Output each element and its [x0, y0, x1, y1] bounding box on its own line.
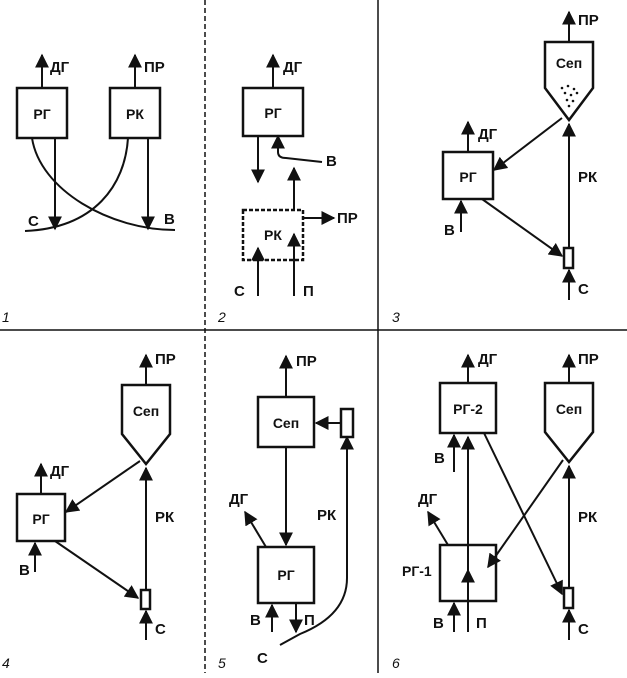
diagram-number: 1: [2, 309, 10, 325]
diagram-1: РГ РК ДГ ПР С В 1: [2, 53, 176, 325]
catalyst-fill-dots: [560, 84, 579, 108]
dg-stream-label: ДГ: [229, 491, 249, 508]
pr-stream-label: ПР: [144, 59, 165, 76]
pr-stream-label: ПР: [337, 210, 358, 227]
air-inlet-line: [271, 134, 323, 163]
riser-line: [279, 435, 354, 646]
v-stream-label: В: [444, 222, 455, 239]
rg-label: РГ: [264, 105, 281, 121]
diagram-2: РГ РК ДГ В ПР С П 2: [217, 53, 358, 325]
v-stream-label: В: [164, 211, 175, 228]
rg2-to-riser-line: [483, 432, 563, 596]
dg-top-stream-label: ДГ: [478, 351, 498, 368]
diagram-3: Сеп ПР РГ ДГ В РК С 3: [392, 10, 599, 325]
pr-stream-label: ПР: [578, 351, 599, 368]
rg-to-riser-line: [481, 198, 564, 257]
dg-outlet-arrow: [244, 510, 267, 548]
pr-stream-label: ПР: [296, 353, 317, 370]
riser-mixer: [139, 588, 152, 611]
dg-stream-label: ДГ: [283, 59, 303, 76]
rg-box: [15, 86, 69, 140]
dg-stream-label: ДГ: [50, 59, 70, 76]
s-stream-label: С: [155, 621, 166, 638]
rg-to-riser-line: [54, 540, 140, 599]
diagram-number: 3: [392, 309, 400, 325]
v-top-stream-label: В: [434, 450, 445, 467]
rg2-box: [438, 381, 498, 435]
separator-vessel: [543, 40, 595, 123]
sep-label: Сеп: [133, 403, 159, 419]
diagram-number: 6: [392, 655, 400, 671]
separator-vessel: [543, 381, 595, 465]
rk-stream-label: РК: [578, 169, 598, 186]
sep-label: Сеп: [556, 55, 582, 71]
sep-label: Сеп: [556, 401, 582, 417]
rg-box: [241, 86, 305, 138]
diagram-number: 2: [217, 309, 226, 325]
s-stream-label: С: [28, 213, 39, 230]
sep-to-rg1-line: [487, 459, 564, 569]
riser-mixer: [562, 586, 575, 610]
rg-label: РГ: [32, 511, 49, 527]
rg-box: [441, 150, 495, 201]
p-stream-label: П: [304, 612, 315, 629]
dg-mid-outlet-arrow: [427, 510, 449, 546]
rk-label: РК: [126, 106, 144, 122]
pr-stream-label: ПР: [578, 12, 599, 29]
riser-mixer: [562, 246, 575, 270]
dg-stream-label: ДГ: [50, 463, 70, 480]
riser-separator-head: [339, 407, 355, 439]
rg2-label: РГ-2: [453, 401, 483, 417]
separator-vessel: [120, 383, 172, 467]
v-stream-label: В: [19, 562, 30, 579]
s-stream-label: С: [257, 650, 268, 667]
rk-label: РК: [264, 227, 282, 243]
sep-to-rg-line: [492, 117, 563, 171]
rk-stream-label: РК: [317, 507, 337, 524]
rg-label: РГ: [33, 106, 50, 122]
rg-label: РГ: [459, 169, 476, 185]
diagram-5: Сеп ПР РК РГ ДГ В П С 5: [218, 353, 355, 671]
dg-mid-stream-label: ДГ: [418, 491, 438, 508]
diagram-4: Сеп ПР РГ ДГ В РК С 4: [2, 351, 176, 671]
catalyst-transfer-curve: [24, 137, 129, 232]
rg-label: РГ: [277, 567, 294, 583]
sep-to-rg-line: [64, 460, 141, 513]
v-stream-label: В: [250, 612, 261, 629]
diagram-6: РГ-2 ДГ В Сеп ПР РГ-1 ДГ В П РК С 6: [392, 351, 599, 671]
rg1-label: РГ-1: [402, 563, 432, 579]
sep-label: Сеп: [273, 415, 299, 431]
v-stream-label: В: [326, 153, 337, 170]
p-stream-label: П: [476, 615, 487, 632]
s-stream-label: С: [578, 621, 589, 638]
s-stream-label: С: [234, 283, 245, 300]
pr-stream-label: ПР: [155, 351, 176, 368]
v-bot-stream-label: В: [433, 615, 444, 632]
rk-stream-label: РК: [578, 509, 598, 526]
diagram-number: 4: [2, 655, 10, 671]
p-stream-label: П: [303, 283, 314, 300]
diagram-number: 5: [218, 655, 226, 671]
dg-stream-label: ДГ: [478, 126, 498, 143]
s-stream-label: С: [578, 281, 589, 298]
rk-stream-label: РК: [155, 509, 175, 526]
rg-box: [256, 545, 316, 605]
air-transfer-curve: [31, 137, 176, 231]
